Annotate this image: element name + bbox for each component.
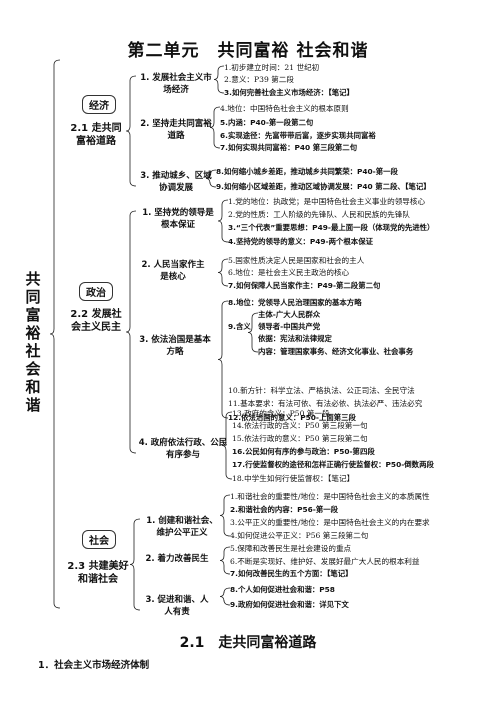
root-topic: 共同富裕 社会和谐 [25, 270, 56, 414]
leaf-item: 17.行使监督权的途径和怎样正确行使监督权：P50-倒数两段 [232, 460, 434, 469]
leaf-item: 1.初步建立时间：21 世纪初 [224, 63, 320, 72]
root-brace [49, 59, 61, 609]
section-label: 2.3 共建美好和谐社会 [67, 561, 129, 585]
leaf-item: 5.国家性质决定人民是国家和社会的主人 [228, 256, 365, 265]
node-label: 1. 发展社会主义市场经济 [140, 73, 212, 95]
sub-leaf-item: 主体-广大人民群众 [258, 310, 321, 319]
leaf-item: 8.地位：党领导人民治理国家的基本方略 [228, 298, 362, 307]
leaf-item: 7.如何实现共同富裕：P40 第三段第二句 [220, 143, 358, 152]
node-label: 3. 推动城乡、区域协调发展 [140, 171, 212, 193]
leaf-item: 5.内涵：P40-第一段第二句 [220, 118, 314, 127]
node-label: 3. 促进和谐、人人有责 [145, 595, 209, 617]
leaf-item: 2.和谐社会的内容：P56-第一段 [230, 505, 339, 514]
leaf-item: 2.党的性质：工人阶级的先锋队、人民和民族的先锋队 [228, 210, 410, 219]
leaf-item: 1.和谐社会的重要性/地位：是中国特色社会主义的本质属性 [230, 492, 430, 501]
node-label: 2. 人民当家作主是核心 [141, 260, 205, 282]
leaf-item: 14.依法行政的含义：P50 第三段第一句 [232, 421, 368, 430]
node-brace [221, 411, 233, 480]
tag-politics: 政治 [79, 282, 113, 301]
node-label: 4. 政府依法行政、公民有序参与 [138, 438, 228, 460]
leaf-item: 9.如何缩小区域差距，推动区域协调发展：P40 第二段、【笔记】 [216, 182, 431, 191]
leaf-item: 1.党的地位：执政党；是中国特色社会主义事业的领导核心 [228, 197, 426, 206]
node-label: 3. 依法治国是基本方略 [139, 335, 211, 357]
leaf-item: 11.基本要求：有法可依、有法必依、执法必严、违法必究 [228, 399, 423, 408]
section-label: 2.2 发展社会主义民主 [70, 309, 122, 333]
sub-brace [247, 312, 259, 353]
section-brace [125, 75, 137, 187]
node-brace [219, 546, 231, 575]
node-label: 2. 坚持走共同富裕道路 [140, 119, 212, 141]
node-label: 1. 坚持党的领导是根本保证 [142, 208, 214, 230]
leaf-item: 9.政府如何促进社会和谐：详见下文 [230, 600, 349, 609]
leaf-item: 4.地位：中国特色社会主义的根本原则 [220, 104, 349, 113]
leaf-item: 16.公民如何有序的参与政治：P50-第四段 [232, 447, 375, 456]
subsection-heading: 1．社会主义市场经济体制 [38, 660, 150, 671]
node-brace [209, 106, 221, 149]
leaf-item: 3.“三个代表”重要思想：P49-最上面一段（体现党的先进性） [228, 223, 435, 232]
leaf-item: 4.坚持党的领导的意义：P49-两个根本保证 [228, 237, 373, 246]
node-label: 1. 创建和谐社会、维护公平正义 [146, 516, 218, 538]
sub-leaf-item: 内容：管理国家事务、经济文化事业、社会事务 [258, 347, 414, 356]
node-brace [213, 65, 225, 94]
leaf-item: 3.如何完善社会主义市场经济：【笔记】 [224, 88, 354, 97]
leaf-item: 10.新方针：科学立法、严格执法、公正司法、全民守法 [228, 386, 415, 395]
node-brace [217, 300, 229, 419]
leaf-item: 2.意义：P39 第二段 [224, 75, 294, 84]
sub-leaf-item: 依据：宪法和法律规定 [258, 334, 332, 343]
leaf-item: 12.依法治国的意义：P50-上面第三段 [228, 413, 356, 422]
node-brace [205, 169, 217, 188]
section-brace [125, 210, 137, 454]
page-title: 第二单元 共同富裕 社会和谐 [127, 41, 369, 61]
tag-economy: 经济 [82, 95, 116, 114]
node-brace [217, 258, 229, 287]
leaf-item: 13.政府的含义：P50 第一段 [232, 409, 330, 418]
leaf-item: 4.如何促进公平正义：P56 第三段第二句 [230, 531, 369, 540]
section-label: 2.1 走共同富裕道路 [70, 123, 122, 147]
leaf-item: 8.如何缩小城乡差距，推动城乡共同繁荣：P40-第一段 [216, 167, 398, 176]
leaf-item: 5.保障和改善民生是社会建设的重点 [230, 544, 352, 553]
leaf-item: 3.公平正义的重要性/地位：是中国特色社会主义的内在要求 [230, 518, 430, 527]
node-brace [219, 587, 231, 606]
leaf-item: 9.含义 [228, 322, 251, 331]
leaf-item: 7.如何保障人民当家作主：P49-第二段第二句 [228, 281, 381, 290]
tag-society: 社会 [82, 530, 116, 549]
leaf-item: 6.实现途径：先富带带后富，逐步实现共同富裕 [220, 131, 376, 140]
leaf-item: 6.地位：是社会主义民主政治的核心 [228, 268, 350, 277]
leaf-item: 15.依法行政的意义：P50 第三段第二句 [232, 434, 368, 443]
section-heading: 2.1 走共同富裕道路 [179, 635, 317, 651]
leaf-item: 18.中学生如何行使监督权：【笔记】 [232, 474, 355, 483]
node-brace [219, 494, 231, 537]
leaf-item: 8.个人如何促进社会和谐：P58 [230, 585, 335, 594]
section-brace [129, 518, 141, 611]
leaf-item: 6.不断是实现好、维护好、发展好最广大人民的根本利益 [230, 557, 420, 566]
leaf-item: 7.如何改善民生的五个方面：【笔记】 [230, 569, 353, 578]
sub-leaf-item: 领导者-中国共产党 [258, 322, 321, 331]
node-brace [217, 199, 229, 243]
node-label: 2. 着力改善民生 [145, 554, 209, 564]
